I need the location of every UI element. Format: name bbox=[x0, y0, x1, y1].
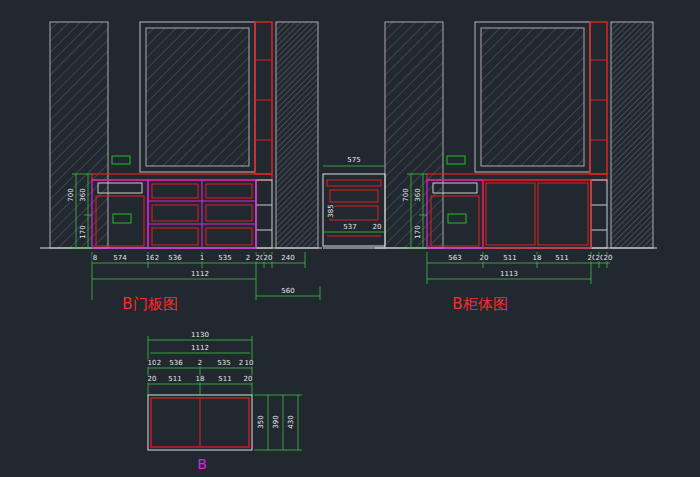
view-title: B柜体图 bbox=[451, 297, 508, 312]
dimension-text: 20 bbox=[263, 255, 274, 262]
dimension-text: 511 bbox=[502, 255, 517, 262]
dimension-text: 535 bbox=[217, 255, 232, 262]
dimension-text: 20 bbox=[479, 255, 490, 262]
dimension-text: 511 bbox=[217, 376, 232, 383]
dimension-text: 1 bbox=[199, 255, 205, 262]
dimension-text: 575 bbox=[346, 157, 361, 164]
dimension-text: 10 bbox=[244, 360, 255, 367]
dimension-text: 2 bbox=[156, 360, 162, 367]
dimension-text: 360 bbox=[80, 187, 87, 202]
dimension-text: 1112 bbox=[190, 345, 210, 352]
dimension-text: 20 bbox=[603, 255, 614, 262]
side-section bbox=[323, 174, 385, 248]
cabinet-body bbox=[483, 180, 591, 248]
dimension-text: 170 bbox=[415, 224, 422, 239]
dimension-text: 536 bbox=[168, 360, 183, 367]
view-title: B bbox=[196, 457, 208, 471]
dimension-text: 537 bbox=[342, 224, 357, 231]
dimension-text: 511 bbox=[167, 376, 182, 383]
dimension-text: 360 bbox=[415, 187, 422, 202]
dimension-text: 20 bbox=[147, 376, 158, 383]
dimension-text: 2 bbox=[245, 255, 251, 262]
dimension-text: 2 bbox=[197, 360, 203, 367]
dimension-text: 20 bbox=[243, 376, 254, 383]
right-elevation bbox=[375, 22, 657, 248]
dimension-text: 2 bbox=[154, 255, 160, 262]
door-panels bbox=[148, 180, 256, 248]
dimension-text: 18 bbox=[195, 376, 206, 383]
dimension-lines bbox=[72, 166, 610, 450]
dimension-text: 170 bbox=[80, 224, 87, 239]
dimension-text: 1130 bbox=[190, 332, 210, 339]
dimension-text: 350 bbox=[258, 414, 265, 429]
dimension-text: 700 bbox=[403, 187, 410, 202]
plan-view bbox=[148, 395, 252, 450]
dimension-text: 1113 bbox=[499, 271, 519, 278]
dimension-text: 700 bbox=[68, 187, 75, 202]
dimension-text: 536 bbox=[167, 255, 182, 262]
dimension-text: 535 bbox=[216, 360, 231, 367]
dimension-text: 385 bbox=[328, 203, 335, 218]
dimension-text: 18 bbox=[532, 255, 543, 262]
left-elevation bbox=[40, 22, 322, 248]
dimension-text: 20 bbox=[372, 224, 383, 231]
dimension-text: 563 bbox=[447, 255, 462, 262]
view-title: B门板图 bbox=[121, 297, 178, 312]
dimension-text: 560 bbox=[280, 288, 295, 295]
dimension-text: 240 bbox=[280, 255, 295, 262]
dimension-text: 574 bbox=[112, 255, 127, 262]
dimension-text: 430 bbox=[288, 414, 295, 429]
dimension-text: 1112 bbox=[190, 271, 210, 278]
dimension-text: 390 bbox=[273, 414, 280, 429]
dimension-text: 8 bbox=[92, 255, 98, 262]
dimension-text: 511 bbox=[554, 255, 569, 262]
